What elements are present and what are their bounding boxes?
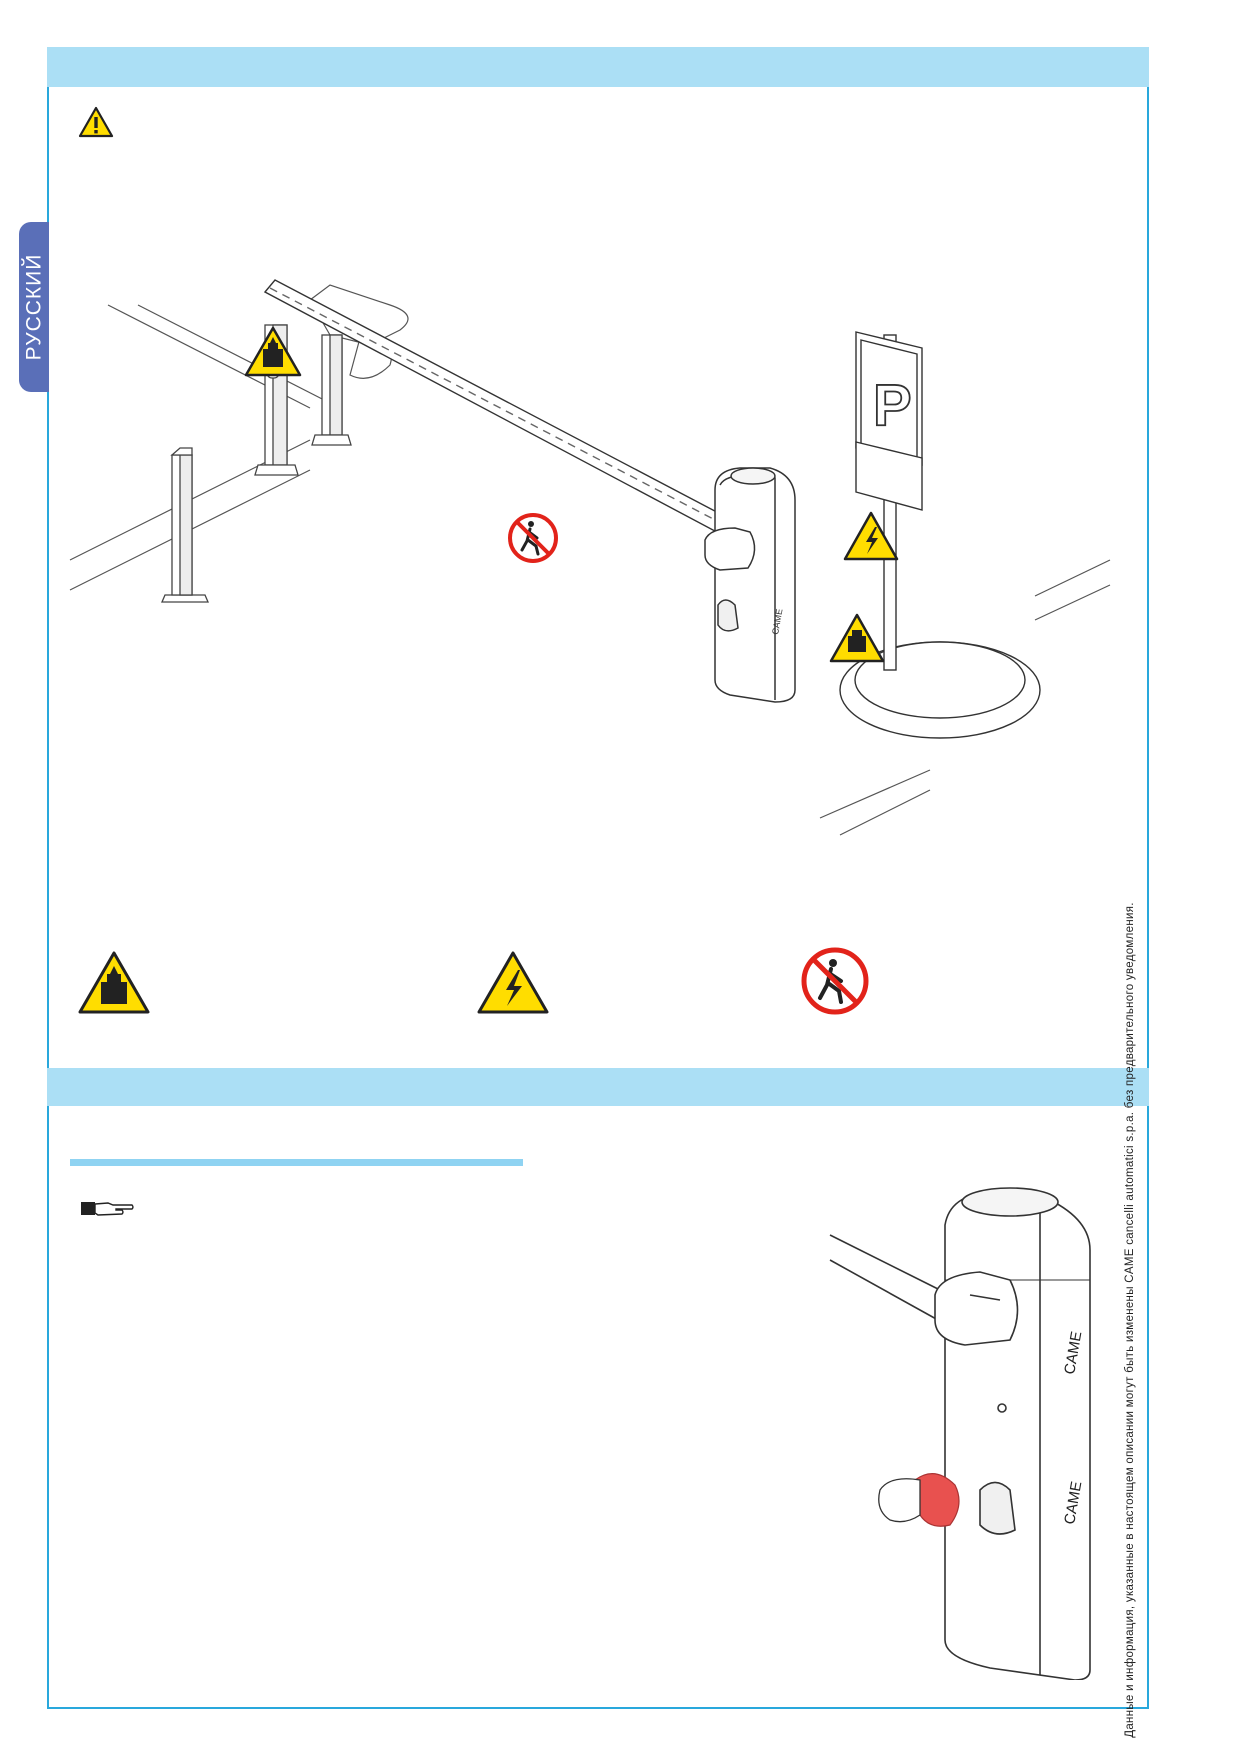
electric-hazard-icon bbox=[843, 511, 899, 561]
section-header-band-2 bbox=[47, 1068, 1149, 1106]
section-rule bbox=[70, 1159, 523, 1166]
cabinet-release-illustration: CAME CAME bbox=[829, 1187, 1091, 1680]
electric-hazard-legend-icon bbox=[477, 951, 549, 1014]
warning-triangle-icon bbox=[78, 106, 114, 138]
pointing-hand-icon bbox=[81, 1202, 134, 1216]
barrier-illustration: CAME P bbox=[69, 279, 1111, 836]
no-pedestrian-icon bbox=[508, 513, 558, 563]
cabinet-brand-text: CAME bbox=[770, 608, 784, 635]
crush-hazard-icon-cabinet bbox=[829, 613, 885, 663]
disclaimer-text: Данные и информация, указанные в настоящ… bbox=[1124, 902, 1136, 1738]
crush-hazard-icon bbox=[244, 326, 302, 377]
no-pedestrian-legend-icon bbox=[801, 947, 869, 1015]
section-header-band bbox=[47, 47, 1149, 87]
crush-hazard-legend-icon bbox=[78, 951, 150, 1014]
language-tab[interactable]: РУССКИЙ bbox=[19, 222, 49, 392]
parking-sign-letter: P bbox=[873, 373, 912, 438]
language-tab-label: РУССКИЙ bbox=[22, 253, 46, 361]
